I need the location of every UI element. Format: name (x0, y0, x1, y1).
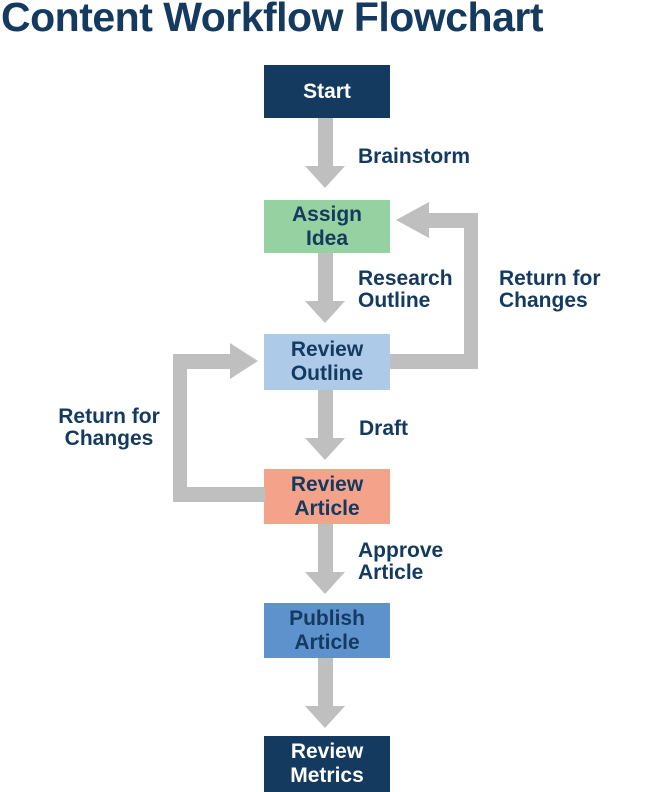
loop-left-top-segment (173, 354, 233, 369)
arrow-right-icon (230, 343, 258, 379)
arrow-shaft (317, 253, 333, 301)
arrow-start-to-assign-idea (305, 118, 345, 188)
arrow-shaft (317, 118, 333, 166)
arrow-left-icon (396, 202, 429, 238)
edge-label-approve-article: Approve Article (358, 539, 444, 584)
arrow-assign-idea-to-review-outline (305, 253, 345, 323)
node-start: Start (264, 65, 390, 118)
node-assign-idea: Assign Idea (264, 200, 390, 253)
arrow-down-icon (305, 166, 345, 188)
node-publish-article: Publish Article (264, 603, 390, 658)
node-review-article: Review Article (264, 469, 390, 524)
arrow-shaft (317, 524, 333, 572)
arrow-review-article-to-publish-article (305, 524, 345, 594)
loop-left-bottom-segment (173, 487, 265, 502)
node-review-outline: Review Outline (264, 334, 390, 390)
page-title: Content Workflow Flowchart (1, 0, 544, 40)
arrow-shaft (317, 390, 333, 438)
edge-label-return-for-changes-left: Return for Changes (58, 405, 160, 450)
arrow-down-icon (305, 706, 345, 728)
arrow-down-icon (305, 438, 345, 460)
loop-right-top-segment (427, 213, 478, 228)
edge-label-return-for-changes-right: Return for Changes (499, 267, 601, 312)
arrow-publish-article-to-review-metrics (305, 658, 345, 728)
arrow-shaft (317, 658, 333, 706)
edge-label-brainstorm: Brainstorm (358, 145, 471, 168)
loop-left-vertical-segment (173, 354, 187, 502)
loop-right-bottom-segment (390, 354, 478, 369)
node-review-metrics: Review Metrics (264, 736, 390, 792)
edge-label-research-outline: Research Outline (358, 267, 453, 312)
edge-label-draft: Draft (359, 417, 409, 440)
arrow-down-icon (305, 572, 345, 594)
loop-right-vertical-segment (464, 213, 478, 368)
arrow-review-outline-to-review-article (305, 390, 345, 460)
arrow-down-icon (305, 301, 345, 323)
